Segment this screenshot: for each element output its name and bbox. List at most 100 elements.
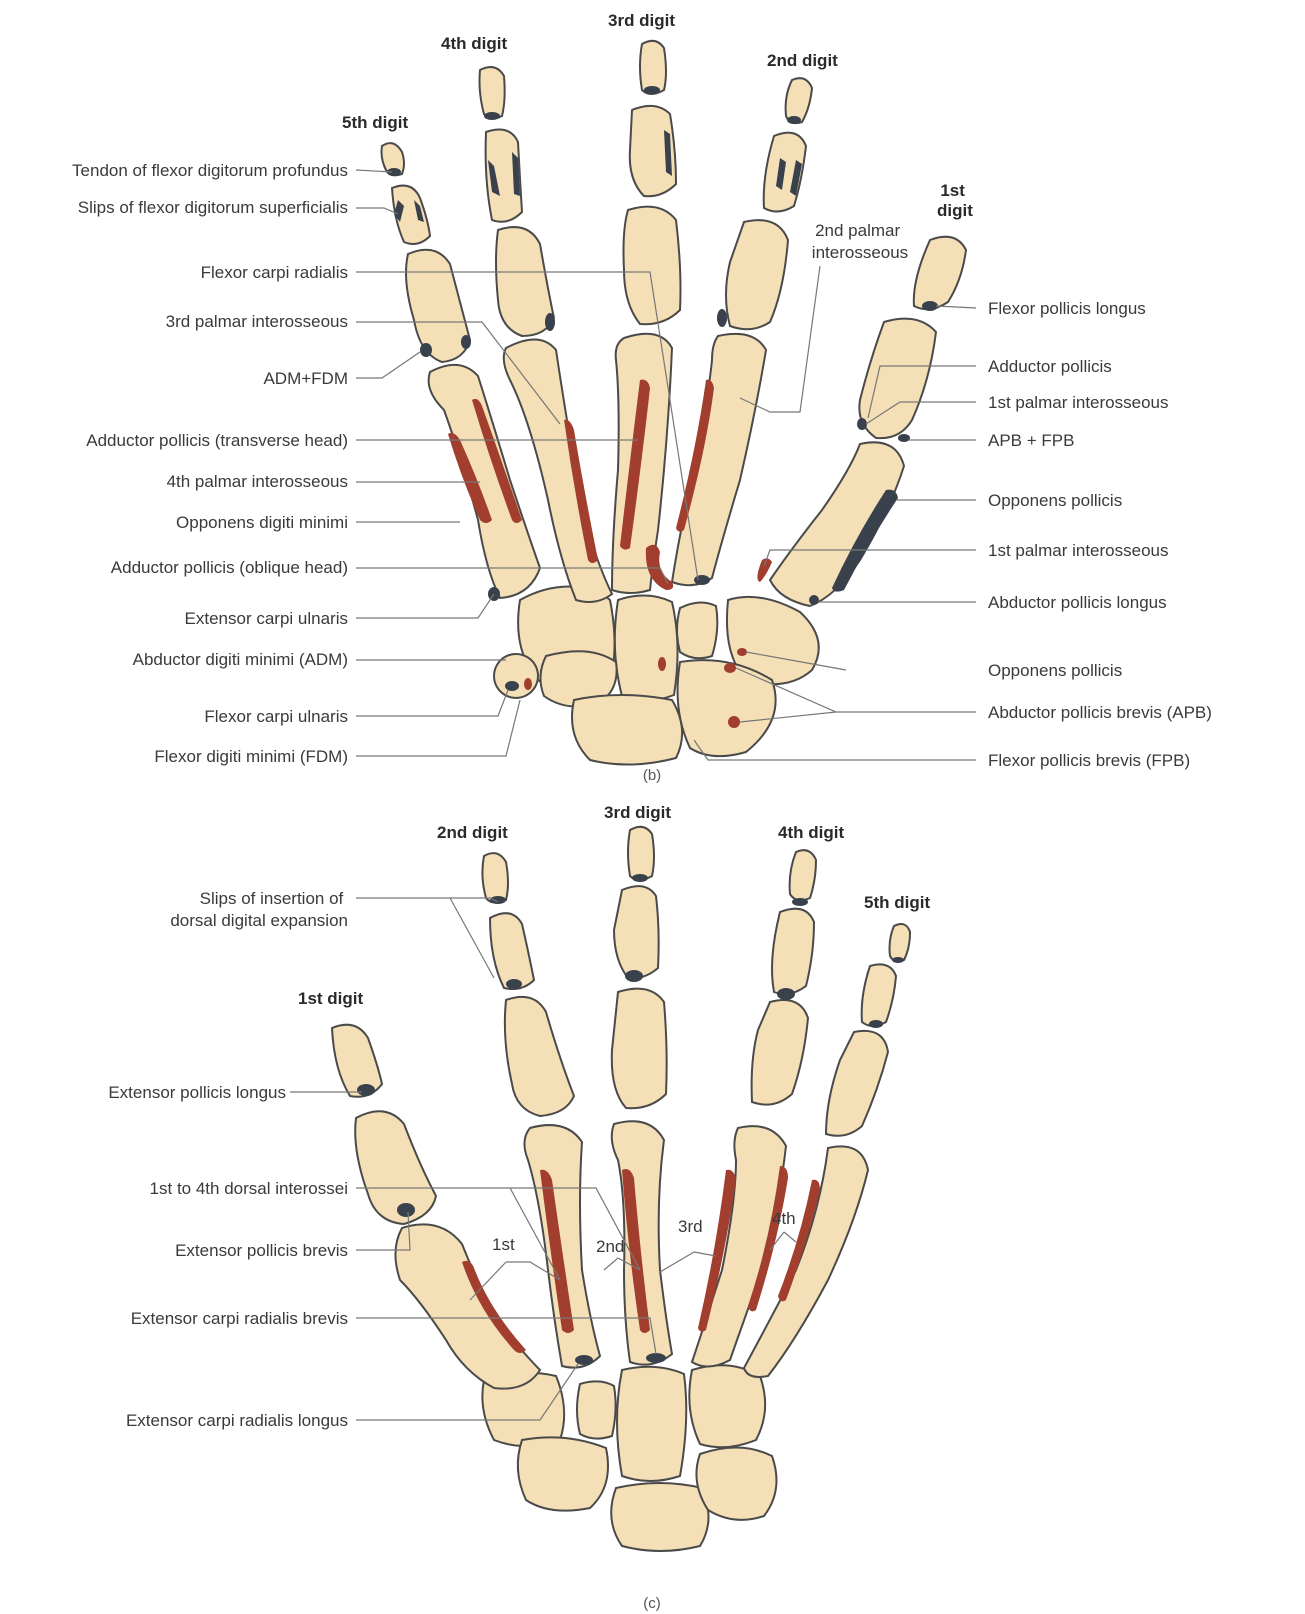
- c-d4-proximal-phalanx: [752, 1000, 808, 1105]
- label-fds-slips: Slips of flexor digitorum superficialis: [78, 198, 348, 217]
- interosseus-4-label: 4th: [772, 1209, 796, 1228]
- interosseus-1-label: 1st: [492, 1235, 515, 1254]
- label-adductor-pollicis: Adductor pollicis: [988, 357, 1112, 376]
- b-digit-4-label: 4th digit: [441, 34, 507, 53]
- c-d1-proximal-phalanx: [355, 1111, 436, 1224]
- c-d2-dorsal-slip-middle: [506, 979, 522, 989]
- c-capitate: [617, 1367, 686, 1481]
- c-d2-dorsal-slip-distal: [490, 896, 506, 904]
- label-opponens-pollicis-a: Opponens pollicis: [988, 491, 1122, 510]
- c-d4-middle-phalanx: [772, 909, 814, 994]
- label-ecu: Extensor carpi ulnaris: [185, 609, 348, 628]
- b-digit-1-label: 1st digit: [937, 181, 973, 220]
- label-apb: Abductor pollicis brevis (APB): [988, 703, 1212, 722]
- c-d5-dorsal-slip-middle: [869, 1020, 883, 1028]
- pisiform-mark: [524, 678, 532, 690]
- c-d5-dorsal-slip-distal: [892, 957, 904, 963]
- label-4th-palmar-interosseous: 4th palmar interosseous: [167, 472, 348, 491]
- label-adm-fdm: ADM+FDM: [263, 369, 348, 388]
- label-fcu: Flexor carpi ulnaris: [204, 707, 348, 726]
- d2-proximal-phalanx: [726, 220, 788, 329]
- c-digit-3-label: 3rd digit: [604, 803, 671, 822]
- label-epl: Extensor pollicis longus: [108, 1083, 286, 1102]
- label-adm: Abductor digiti minimi (ADM): [133, 650, 348, 669]
- label-dorsal-digital-expansion-text: Slips of insertion of: [200, 889, 344, 908]
- label-3rd-palmar-interosseous: 3rd palmar interosseous: [166, 312, 348, 331]
- fpl-insertion: [922, 301, 938, 311]
- c-d1-distal-phalanx: [332, 1025, 382, 1097]
- left-labels-b: Tendon of flexor digitorum profundus Sli…: [72, 161, 348, 766]
- d1-distal-phalanx: [914, 237, 966, 310]
- c-d4-distal-phalanx: [790, 850, 816, 900]
- fdp-insertion-d4: [484, 112, 500, 120]
- 2nd-palmar-interosseous-insertion: [717, 309, 727, 327]
- label-fpb: Flexor pollicis brevis (FPB): [988, 751, 1190, 770]
- label-fpl: Flexor pollicis longus: [988, 299, 1146, 318]
- 1st-palmar-interosseous-mark: [757, 558, 772, 582]
- caption-c: (c): [643, 1595, 661, 1612]
- left-labels-c: Slips of insertion of dorsal digital exp…: [108, 889, 348, 1430]
- c-d3-dorsal-slip-middle: [625, 970, 643, 982]
- c-digit-1-label: 1st digit: [298, 989, 364, 1008]
- metacarpal-3: [612, 334, 672, 593]
- label-fdm: Flexor digiti minimi (FDM): [154, 747, 348, 766]
- label-apl: Abductor pollicis longus: [988, 593, 1167, 612]
- trapezoid-bone: [677, 602, 717, 658]
- c-d3-middle-phalanx: [614, 886, 659, 978]
- label-fcr: Flexor carpi radialis: [201, 263, 348, 282]
- epl-insertion: [357, 1084, 375, 1096]
- ecrl-insertion: [575, 1355, 593, 1365]
- c-d2-middle-phalanx: [490, 913, 534, 989]
- fcu-insertion: [505, 681, 519, 691]
- d5-proximal-phalanx: [406, 250, 470, 362]
- label-epb: Extensor pollicis brevis: [175, 1241, 348, 1260]
- label-adductor-transverse: Adductor pollicis (transverse head): [86, 431, 348, 450]
- label-dorsal-digital-expansion: Slips of insertion of dorsal digital exp…: [170, 889, 348, 930]
- adm-fdm-insertion-b: [461, 335, 471, 349]
- c-lunate: [611, 1483, 708, 1551]
- label-adductor-oblique: Adductor pollicis (oblique head): [111, 558, 348, 577]
- fdp-insertion-d2: [787, 116, 801, 124]
- adm-fdm-insertion: [420, 343, 432, 357]
- c-d5-middle-phalanx: [862, 964, 896, 1026]
- lunate-bone: [572, 695, 682, 765]
- carpal-bones: [494, 587, 819, 765]
- metacarpal-2: [672, 334, 766, 585]
- apb-mark: [724, 663, 736, 673]
- fpb-mark: [728, 716, 740, 728]
- c-d5-distal-phalanx: [890, 924, 911, 961]
- b-digit-3-label: 3rd digit: [608, 11, 675, 30]
- carpal-bones-c: [482, 1365, 776, 1551]
- c-digit-2-label: 2nd digit: [437, 823, 508, 842]
- c-d4-dorsal-slip-distal: [792, 898, 808, 906]
- c-d3-proximal-phalanx: [612, 989, 667, 1109]
- fdp-insertion-d3: [644, 86, 660, 94]
- b-digit-1-text: 1st: [940, 181, 965, 200]
- label-dorsal-digital-expansion-text-line2: dorsal digital expansion: [170, 911, 348, 930]
- b-digit-5-label: 5th digit: [342, 113, 408, 132]
- label-2nd-palmar-interosseous: 2nd palmar interosseous: [812, 221, 908, 262]
- label-ecrb: Extensor carpi radialis brevis: [131, 1309, 348, 1328]
- ecrb-insertion: [646, 1353, 666, 1363]
- apb-fpb-insertion: [898, 434, 910, 442]
- panel-c-dorsal-view: 2nd digit 3rd digit 4th digit 5th digit …: [108, 803, 930, 1612]
- fcr-mark: [658, 657, 666, 671]
- c-d4-dorsal-slip-middle: [777, 988, 795, 1000]
- scaphoid-bone: [678, 660, 776, 756]
- caption-b: (b): [643, 767, 661, 784]
- c-digit-4-label: 4th digit: [778, 823, 844, 842]
- b-digit-1-text-line2: digit: [937, 201, 973, 220]
- c-d2-distal-phalanx: [482, 853, 508, 902]
- label-fdp-tendon: Tendon of flexor digitorum profundus: [72, 161, 348, 180]
- label-ecrl: Extensor carpi radialis longus: [126, 1411, 348, 1430]
- c-d3-dorsal-slip-distal: [632, 874, 648, 882]
- adductor-pollicis-insertion: [857, 418, 867, 430]
- 3rd-palmar-interosseous-insertion: [545, 313, 555, 331]
- label-apb-fpb: APB + FPB: [988, 431, 1074, 450]
- label-1st-palmar-interosseous-a: 1st palmar interosseous: [988, 393, 1168, 412]
- c-d3-distal-phalanx: [628, 827, 654, 880]
- label-dorsal-interossei: 1st to 4th dorsal interossei: [150, 1179, 348, 1198]
- opponens-pollicis-mark: [737, 648, 747, 656]
- c-trapezoid: [577, 1381, 616, 1438]
